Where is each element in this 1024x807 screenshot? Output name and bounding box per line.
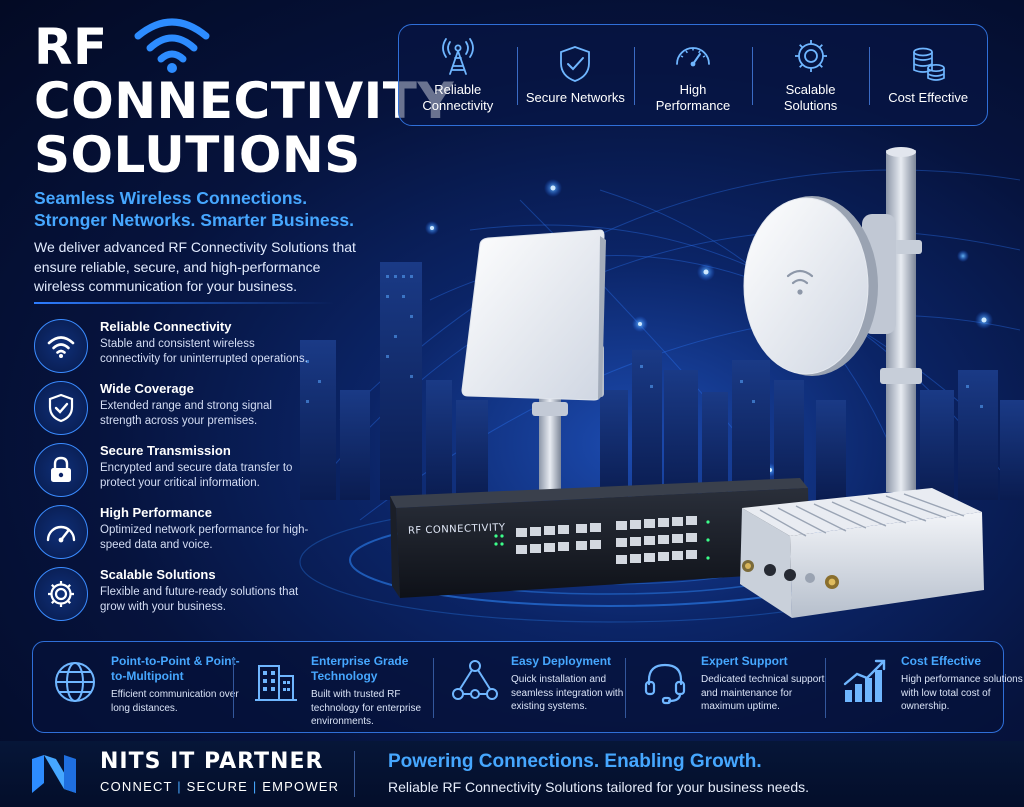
footer-slogan-sub: Reliable RF Connectivity Solutions tailo… <box>388 779 809 795</box>
page-title: RF CONNECTIVITY SOLUTIONS <box>34 18 455 184</box>
lock-icon <box>34 443 88 497</box>
feature-desc: Stable and consistent wireless connectiv… <box>100 338 308 365</box>
info-cost-effective: Cost Effective High performance solution… <box>839 642 1023 732</box>
building-icon <box>255 665 297 701</box>
outdoor-rf-unit <box>740 488 984 618</box>
wifi-icon <box>134 18 210 73</box>
info-desc: Built with trusted RF technology for ent… <box>311 689 422 727</box>
benefits-bar: Reliable Connectivity Secure Networks Hi… <box>398 24 988 126</box>
feature-secure-transmission: Secure Transmission Encrypted and secure… <box>34 441 304 503</box>
feature-desc: Flexible and future-ready solutions that… <box>100 586 299 613</box>
info-expert-support: Expert Support Dedicated technical suppo… <box>639 642 829 732</box>
speedometer-icon <box>34 505 88 559</box>
brand-tagline-separator: | <box>177 779 182 794</box>
info-title: Cost Effective <box>901 654 982 668</box>
feature-reliable-connectivity: Reliable Connectivity Stable and consist… <box>34 317 308 379</box>
feature-title: Reliable Connectivity <box>100 319 232 334</box>
badge-label: Secure Networks <box>525 90 625 105</box>
shield-check-icon <box>560 46 591 82</box>
headset-icon <box>644 663 686 705</box>
info-title: Enterprise Grade Technology <box>311 654 409 683</box>
badge-cost-effective: Cost Effective <box>869 25 987 125</box>
feature-desc: Extended range and strong signal strengt… <box>100 400 272 427</box>
info-desc: High performance solutions with low tota… <box>901 674 1023 712</box>
badge-label: Reliable Connectivity <box>422 82 494 113</box>
speedometer-icon <box>676 47 710 67</box>
info-divider <box>433 658 434 718</box>
badge-reliable-connectivity: Reliable Connectivity <box>399 25 517 125</box>
info-enterprise-grade: Enterprise Grade Technology Built with t… <box>249 642 439 732</box>
gear-icon <box>794 40 827 72</box>
feature-high-performance: High Performance Optimized network perfo… <box>34 503 308 565</box>
switch-ports <box>516 516 697 564</box>
info-title: Expert Support <box>701 654 788 668</box>
badge-label: Scalable Solutions <box>783 82 838 113</box>
brand-tagline-empower: EMPOWER <box>262 779 340 794</box>
gear-icon <box>34 567 88 621</box>
tagline: Seamless Wireless Connections. Stronger … <box>34 187 384 231</box>
network-nodes-icon <box>452 660 498 700</box>
feature-wide-coverage: Wide Coverage Extended range and strong … <box>34 379 304 441</box>
feature-list: Reliable Connectivity Stable and consist… <box>34 317 308 627</box>
footer-divider <box>354 751 355 797</box>
network-switch <box>390 478 810 598</box>
title-line-2: CONNECTIVITY <box>34 72 455 130</box>
globe-icon <box>55 662 95 702</box>
badge-high-performance: High Performance <box>634 25 752 125</box>
feature-title: Secure Transmission <box>100 443 231 458</box>
info-divider <box>825 658 826 718</box>
brand-tagline-connect: CONNECT <box>100 779 173 794</box>
intro-paragraph: We deliver advanced RF Connectivity Solu… <box>34 239 356 294</box>
feature-title: Scalable Solutions <box>100 567 216 582</box>
info-divider <box>625 658 626 718</box>
coins-icon <box>913 47 946 81</box>
feature-title: Wide Coverage <box>100 381 194 396</box>
info-title: Easy Deployment <box>511 654 612 668</box>
badge-label: High Performance <box>655 82 731 113</box>
feature-desc: Encrypted and secure data transfer to pr… <box>100 462 293 489</box>
footer-slogan: Powering Connections. Enabling Growth. <box>388 751 762 772</box>
info-point-to-point: Point-to-Point & Point-to-Multipoint Eff… <box>49 642 240 732</box>
feature-scalable-solutions: Scalable Solutions Flexible and future-r… <box>34 565 304 627</box>
brand-tagline-secure: SECURE <box>186 779 249 794</box>
panel-antenna <box>461 229 606 490</box>
tagline-line-2: Stronger Networks. Smarter Business. <box>34 210 354 230</box>
nits-logo-icon <box>32 755 76 793</box>
info-title: Point-to-Point & Point-to-Multipoint <box>111 654 240 683</box>
info-bar: Point-to-Point & Point-to-Multipoint Eff… <box>32 641 1023 733</box>
info-easy-deployment: Easy Deployment Quick installation and s… <box>449 642 639 732</box>
divider <box>34 302 334 304</box>
info-desc: Quick installation and seamless integrat… <box>511 674 624 712</box>
growth-chart-icon <box>843 659 886 702</box>
footer: NITS IT PARTNER CONNECT | SECURE | EMPOW… <box>0 741 1024 807</box>
feature-title: High Performance <box>100 505 212 520</box>
dish-antenna <box>743 147 922 492</box>
shield-check-icon <box>34 381 88 435</box>
wifi-icon <box>34 319 88 373</box>
brand-tagline: CONNECT | SECURE | EMPOWER <box>100 779 339 794</box>
antenna-tower-icon <box>441 38 474 75</box>
title-line-1: RF <box>34 18 108 76</box>
badge-scalable-solutions: Scalable Solutions <box>751 25 870 125</box>
glow-nodes <box>425 179 993 477</box>
badge-label: Cost Effective <box>888 90 969 105</box>
info-divider <box>233 658 234 718</box>
badge-secure-networks: Secure Networks <box>516 25 635 125</box>
brand-tagline-separator: | <box>252 779 258 794</box>
info-desc: Efficient communication over long distan… <box>111 689 239 714</box>
info-desc: Dedicated technical support and maintena… <box>701 674 825 712</box>
skyline-windows <box>306 275 983 408</box>
feature-desc: Optimized network performance for high-s… <box>100 524 309 551</box>
title-line-3: SOLUTIONS <box>34 126 361 184</box>
city-skyline <box>300 262 1024 500</box>
tagline-line-1: Seamless Wireless Connections. <box>34 188 308 208</box>
brand-name: NITS IT PARTNER <box>100 749 324 774</box>
